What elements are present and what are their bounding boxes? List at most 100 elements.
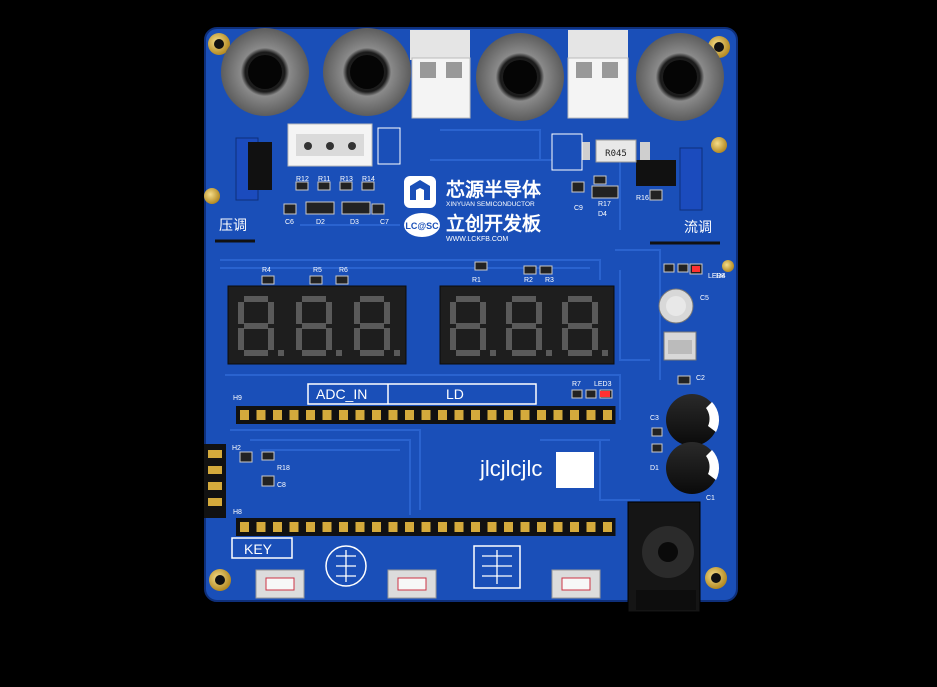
label-r12: R12 [296, 176, 309, 183]
header-pin [240, 410, 249, 420]
header-pin [487, 410, 497, 420]
segment [568, 323, 592, 329]
segment [302, 296, 326, 302]
pcb-traces [220, 129, 661, 515]
segment [238, 328, 244, 350]
seven-seg-digit-right-1 [450, 296, 496, 356]
header-pin [372, 522, 381, 532]
header-pin [603, 410, 612, 420]
label-current: 流调 [684, 219, 712, 235]
seven-seg-digit-left-1 [238, 296, 284, 356]
label-r18: R18 [277, 465, 290, 472]
segment [456, 350, 480, 356]
key-button-3[interactable] [551, 569, 601, 599]
segment [506, 302, 512, 324]
header-pin [372, 410, 381, 420]
segment [506, 328, 512, 350]
header-pin [339, 410, 348, 420]
side-connector-left [235, 137, 272, 201]
header-pin [570, 410, 579, 420]
header-pin [537, 410, 546, 420]
header-pin [322, 410, 332, 420]
label-h9: H9 [233, 395, 242, 402]
header-pin [240, 522, 249, 532]
segment [296, 302, 302, 324]
header-pin [471, 410, 480, 420]
knob-4[interactable] [636, 33, 724, 121]
seven-segment-display-left [227, 285, 407, 365]
segment [536, 302, 542, 324]
decimal-point [602, 350, 608, 356]
pin-header-h8 [236, 518, 616, 536]
segment [244, 296, 268, 302]
segment [302, 323, 326, 329]
seven-seg-digit-left-2 [296, 296, 342, 356]
segment [562, 328, 568, 350]
label-r8: R8 [716, 273, 725, 280]
header-pin [421, 522, 431, 532]
product-cn: 立创开发板 [446, 212, 542, 235]
label-adc-in: ADC_IN [316, 386, 367, 402]
label-led3: LED3 [594, 381, 612, 388]
header-pin [322, 522, 332, 532]
header-pin [553, 522, 563, 532]
header-pin [504, 522, 513, 532]
label-c9: C9 [574, 205, 583, 212]
decimal-point [336, 350, 342, 356]
header-pin [570, 522, 579, 532]
knob-2[interactable] [323, 28, 411, 116]
header-pin [306, 522, 315, 532]
header-pin [421, 410, 431, 420]
key-button-1[interactable] [255, 569, 305, 599]
label-voltage: 压调 [219, 217, 247, 233]
header-pin [355, 522, 365, 532]
trim-screw-right[interactable] [711, 137, 727, 153]
header-pin [603, 522, 612, 532]
ic-area-label [551, 133, 583, 171]
knob-3[interactable] [476, 33, 564, 121]
header-pin [438, 410, 447, 420]
header-pin [256, 410, 266, 420]
segment [268, 302, 274, 324]
label-r17: R17 [598, 201, 611, 208]
seven-seg-digit-right-3 [562, 296, 608, 356]
header-pin [553, 410, 563, 420]
header-pin [454, 522, 464, 532]
designator-labels: R12 R11 R13 R14 C6 D2 D3 C7 C9 R17 D4 R1… [232, 176, 726, 516]
shunt-label: R045 [605, 149, 627, 159]
fan-connector [287, 123, 373, 167]
segment [568, 350, 592, 356]
segment [562, 302, 568, 324]
seal-stamp-icon [473, 545, 521, 589]
header-pin [537, 522, 546, 532]
jlc-text: jlcjlcjlc [479, 456, 542, 481]
header-pin [504, 410, 513, 420]
label-d2: D2 [316, 219, 325, 226]
trim-screw-left[interactable] [204, 188, 220, 204]
segment [326, 328, 332, 350]
label-c6: C6 [285, 219, 294, 226]
label-ld: LD [446, 386, 464, 402]
header-pin [586, 522, 596, 532]
label-r6: R6 [339, 267, 348, 274]
knob-1[interactable] [221, 28, 309, 116]
shunt-resistor: R045 [580, 139, 650, 163]
segment [450, 302, 456, 324]
label-d1: D1 [650, 465, 659, 472]
product-url: WWW.LCKFB.COM [446, 236, 508, 243]
segment [512, 296, 536, 302]
seven-seg-digit-left-3 [354, 296, 400, 356]
header-pin [306, 410, 315, 420]
segment [568, 296, 592, 302]
label-h8: H8 [233, 509, 242, 516]
pin-header-h2 [204, 444, 226, 518]
side-connector-right [636, 147, 703, 211]
header-pin [405, 410, 414, 420]
label-r5: R5 [313, 267, 322, 274]
lcsc-logo-icon: LC@SC [404, 213, 440, 237]
header-pin [471, 522, 480, 532]
header-pin [388, 522, 398, 532]
key-button-2[interactable] [387, 569, 437, 599]
segment [360, 323, 384, 329]
